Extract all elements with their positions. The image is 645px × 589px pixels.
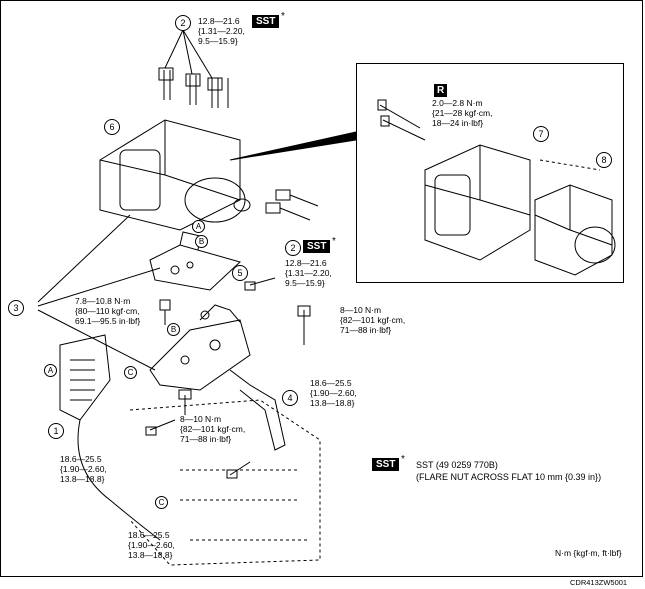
sst-badge-right: SST bbox=[303, 240, 331, 253]
sst-badge-top: SST bbox=[252, 15, 280, 28]
brake-pipe-fittings-top bbox=[158, 29, 229, 108]
ref-letter-b-low: B bbox=[167, 323, 180, 336]
callout-5: 5 bbox=[232, 265, 248, 281]
torque-inset: 2.0—2.8 N·m{21—28 kgf·cm,18—24 in·lbf} bbox=[432, 98, 493, 128]
callout-4: 4 bbox=[282, 390, 298, 406]
torque-mid: 8—10 N·m{82—101 kgf·cm,71—88 in·lbf} bbox=[180, 414, 246, 444]
hydraulic-unit bbox=[99, 119, 251, 231]
ref-letter-b-top: B bbox=[195, 235, 208, 248]
diagram-frame bbox=[0, 0, 643, 577]
inset-leader bbox=[229, 131, 357, 161]
ref-letter-c-bottom: C bbox=[155, 496, 168, 509]
callout-2-right: 2 bbox=[285, 240, 301, 256]
bracket-5 bbox=[149, 231, 241, 325]
sensor-1 bbox=[59, 334, 161, 541]
callout-7: 7 bbox=[533, 126, 549, 142]
sst-star-legend: * bbox=[401, 454, 405, 465]
ref-letter-a-top: A bbox=[192, 220, 205, 233]
sst-star-right: * bbox=[332, 236, 336, 247]
inset-frame bbox=[356, 63, 624, 283]
torque-left-low: 18.6—25.5{1.90—2.60,13.8—18.8} bbox=[60, 454, 107, 484]
callout-8: 8 bbox=[596, 152, 612, 168]
inset-drawing bbox=[377, 99, 616, 276]
callout-3: 3 bbox=[8, 300, 24, 316]
callout-3-leaders bbox=[37, 214, 161, 371]
ref-letter-a-left: A bbox=[44, 364, 57, 377]
reuse-badge-r: R bbox=[434, 84, 448, 97]
torque-right: 12.8—21.6{1.31—2.20,9.5—15.9} bbox=[285, 258, 332, 288]
sst-star-top: * bbox=[281, 11, 285, 22]
brake-pipe-fittings-side bbox=[265, 189, 319, 221]
sst-legend: SST (49 0259 770B) (FLARE NUT ACROSS FLA… bbox=[416, 460, 602, 482]
figure-code: CDR413ZW5001 bbox=[570, 578, 628, 587]
callout-6: 6 bbox=[104, 119, 120, 135]
torque-mid-right: 8—10 N·m{82—101 kgf·cm,71—88 in·lbf} bbox=[340, 305, 406, 335]
bolts bbox=[145, 277, 311, 479]
torque-left: 7.8—10.8 N·m{80—110 kgf·cm,69.1—95.5 in·… bbox=[75, 296, 141, 326]
sst-badge-legend: SST bbox=[372, 458, 400, 471]
torque-top: 12.8—21.6{1.31—2.20,9.5—15.9} bbox=[198, 16, 245, 46]
units-note: N·m {kgf·m, ft·lbf} bbox=[555, 548, 622, 558]
callout-1: 1 bbox=[48, 423, 64, 439]
torque-bottom: 18.6—25.5{1.90—2.60,13.8—18.8} bbox=[128, 530, 175, 560]
callout-2-top: 2 bbox=[175, 15, 191, 31]
torque-right-low: 18.6—25.5{1.90—2.60,13.8—18.8} bbox=[310, 378, 357, 408]
bracket-4 bbox=[149, 304, 286, 451]
ref-letter-c-left: C bbox=[124, 366, 137, 379]
body-panel bbox=[129, 399, 321, 566]
